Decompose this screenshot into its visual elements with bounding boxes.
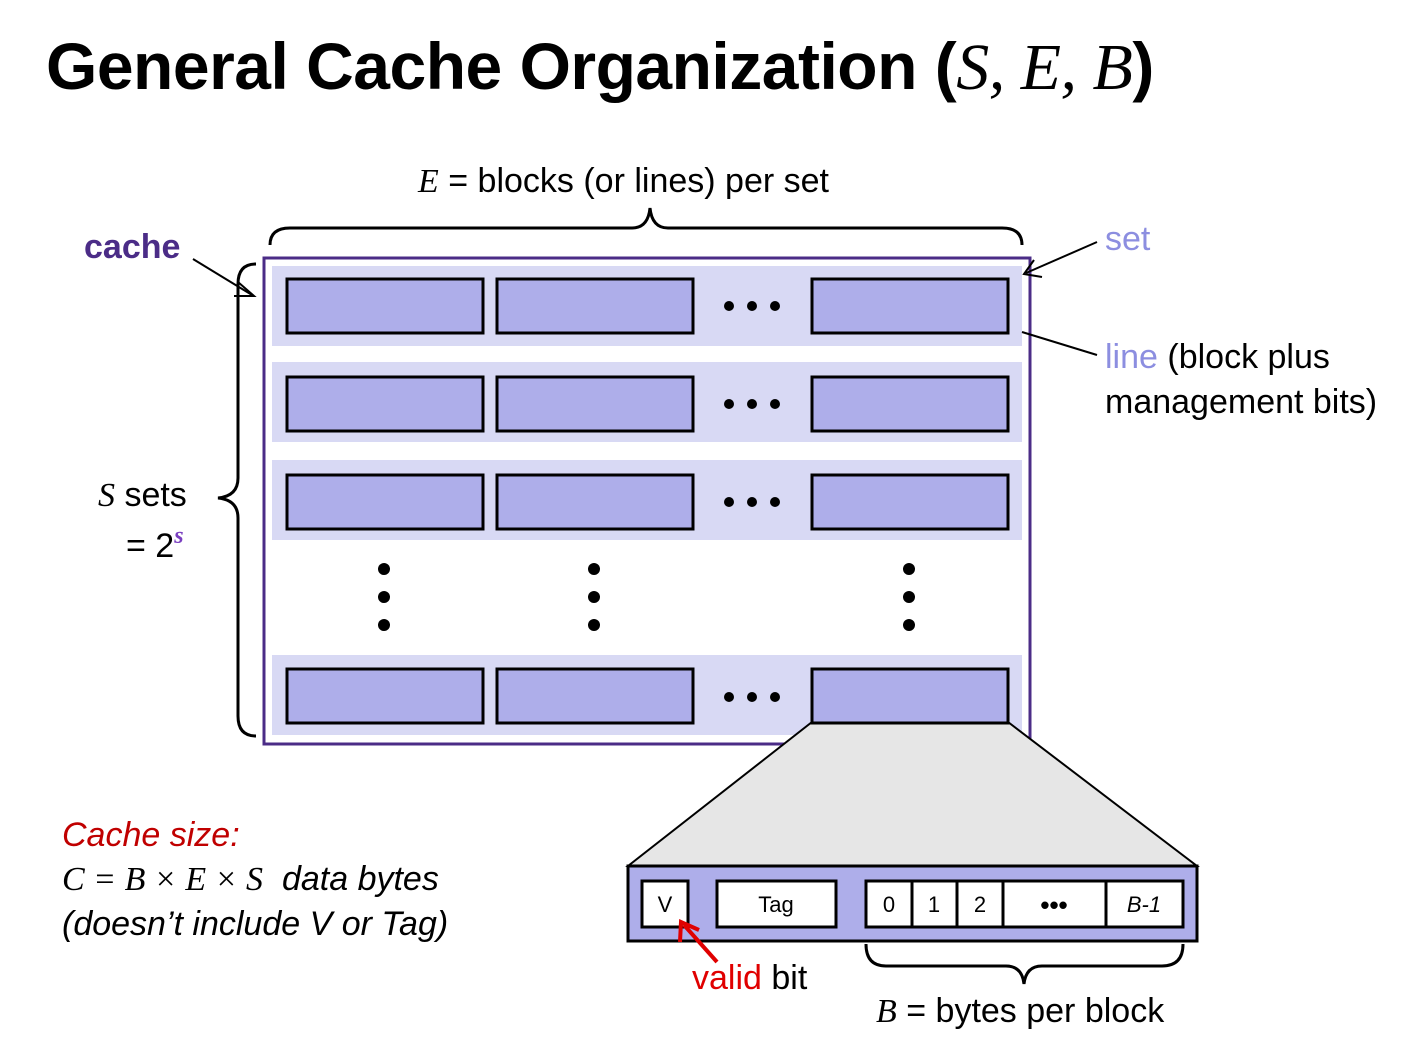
block — [810, 375, 1010, 433]
b-var: B — [876, 993, 897, 1030]
valid-bit-box — [640, 879, 690, 929]
block — [495, 667, 695, 725]
e-var: E — [418, 163, 439, 200]
title-text: General Cache Organization ( — [46, 29, 957, 103]
vertical-ellipsis — [378, 563, 915, 631]
line-label: line (block plus management bits) — [1105, 335, 1377, 425]
byte-2-text: 2 — [974, 892, 986, 917]
title-vars: S, E, B — [956, 31, 1133, 104]
s-sup: s — [174, 523, 184, 549]
block — [495, 473, 695, 531]
b-text: = bytes per block — [896, 992, 1165, 1030]
e-label: E = blocks (or lines) per set — [418, 162, 829, 201]
line-rest2: management bits) — [1105, 383, 1378, 421]
s-text: sets — [115, 476, 187, 514]
e-text: = blocks (or lines) per set — [438, 162, 829, 200]
tag-box — [715, 879, 838, 929]
cache-size-note: (doesn’t include V or Tag) — [62, 905, 449, 943]
cache-size-formula: C = B × E × S data bytes — [62, 860, 439, 899]
block — [285, 375, 485, 433]
byte-box-ellipsis — [1001, 879, 1108, 929]
valid-bit-text: V — [658, 892, 673, 917]
s-eq-text: = 2 — [126, 527, 175, 565]
byte-ellipsis-text: ••• — [1040, 890, 1067, 920]
line-rest1: (block plus — [1157, 338, 1330, 376]
s-label: S sets — [98, 476, 187, 515]
zoomed-block — [810, 667, 1010, 725]
block — [495, 277, 695, 335]
formula-tail: data bytes — [281, 860, 439, 898]
set-label: set — [1105, 220, 1151, 258]
tag-text: Tag — [758, 892, 793, 917]
e-brace — [268, 207, 1024, 246]
cache-label: cache — [84, 228, 181, 266]
b-label: B = bytes per block — [876, 992, 1164, 1031]
block — [285, 473, 485, 531]
block — [810, 473, 1010, 531]
set-row-1 — [272, 266, 1022, 346]
byte-0-text: 0 — [883, 892, 895, 917]
valid-arrow — [682, 923, 719, 964]
valid-word: valid — [692, 959, 762, 997]
page-title: General Cache Organization (S, E, B) — [46, 28, 1154, 106]
byte-last-text: B-1 — [1127, 892, 1161, 917]
cache-size-heading: Cache size: — [62, 816, 240, 854]
s-var: S — [98, 477, 115, 514]
line-pointer — [1021, 331, 1098, 356]
set-row-2 — [272, 362, 1022, 442]
block — [285, 277, 485, 335]
set-row-3 — [272, 460, 1022, 540]
block — [810, 277, 1010, 335]
block — [495, 375, 695, 433]
b-brace — [864, 943, 1185, 985]
byte-box-last — [1104, 879, 1185, 929]
valid-rest: bit — [761, 959, 808, 997]
set-pointer — [1025, 241, 1098, 274]
block — [285, 667, 485, 725]
s-brace — [217, 262, 257, 738]
byte-box-0 — [864, 879, 914, 929]
formula: C = B × E × S — [62, 861, 264, 898]
line-word: line — [1105, 338, 1158, 376]
title-close: ) — [1132, 29, 1154, 103]
byte-box-1 — [910, 879, 959, 929]
s-eq: = 2s — [126, 523, 184, 566]
valid-bit-label: valid bit — [692, 959, 807, 998]
cache-pointer — [192, 258, 253, 296]
byte-1-text: 1 — [928, 892, 940, 917]
